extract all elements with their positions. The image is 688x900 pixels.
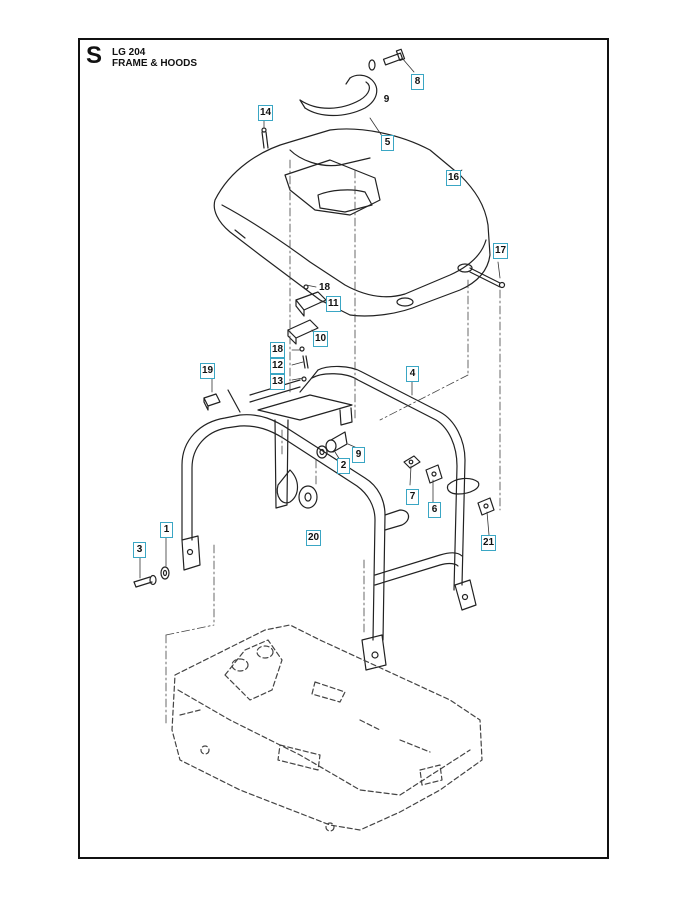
clip-7	[403, 455, 421, 469]
screw-8	[368, 48, 406, 71]
leader-lines	[139, 57, 501, 579]
callout-6[interactable]: 6	[428, 502, 441, 518]
drawing-frame	[78, 38, 609, 859]
callout-2[interactable]: 2	[337, 458, 350, 474]
plate-21	[477, 497, 495, 516]
callout-16[interactable]: 16	[446, 170, 462, 186]
callout-19[interactable]: 19	[200, 363, 216, 379]
callout-7[interactable]: 7	[406, 489, 419, 505]
callout-10[interactable]: 10	[313, 331, 329, 347]
callout-1[interactable]: 1	[160, 522, 173, 538]
callout-18[interactable]: 18	[270, 342, 286, 358]
plate-6	[425, 464, 480, 495]
callout-21[interactable]: 21	[481, 535, 497, 551]
callout-5[interactable]: 5	[381, 135, 394, 151]
handle-clamp-5	[299, 74, 378, 117]
hood-16	[213, 128, 491, 317]
screw-14	[261, 127, 269, 149]
callout-20[interactable]: 20	[306, 530, 322, 546]
model-name: LG 204	[112, 47, 146, 58]
screw-17	[469, 267, 506, 289]
bracket-10	[287, 319, 319, 345]
grip-19	[203, 389, 241, 413]
bushing-2	[316, 431, 348, 459]
callout-12[interactable]: 12	[270, 358, 286, 374]
base-plate-phantom	[171, 624, 483, 832]
section-title: FRAME & HOODS	[112, 58, 197, 69]
bracket-11	[295, 291, 327, 317]
handle-frame-4	[249, 365, 477, 611]
callout-9-top: 9	[383, 94, 390, 105]
callout-18-top: 18	[319, 282, 331, 293]
callout-11[interactable]: 11	[326, 296, 341, 312]
callout-17[interactable]: 17	[493, 243, 509, 259]
section-letter: S	[86, 42, 103, 69]
callout-4[interactable]: 4	[406, 366, 419, 382]
callout-8[interactable]: 8	[411, 74, 424, 90]
alignment-lines	[165, 159, 501, 726]
callout-9[interactable]: 9	[352, 447, 365, 463]
main-frame-20	[181, 414, 463, 671]
screw-3	[133, 566, 170, 588]
callout-3[interactable]: 3	[133, 542, 146, 558]
callout-13[interactable]: 13	[270, 374, 286, 390]
callout-14[interactable]: 14	[258, 105, 274, 121]
